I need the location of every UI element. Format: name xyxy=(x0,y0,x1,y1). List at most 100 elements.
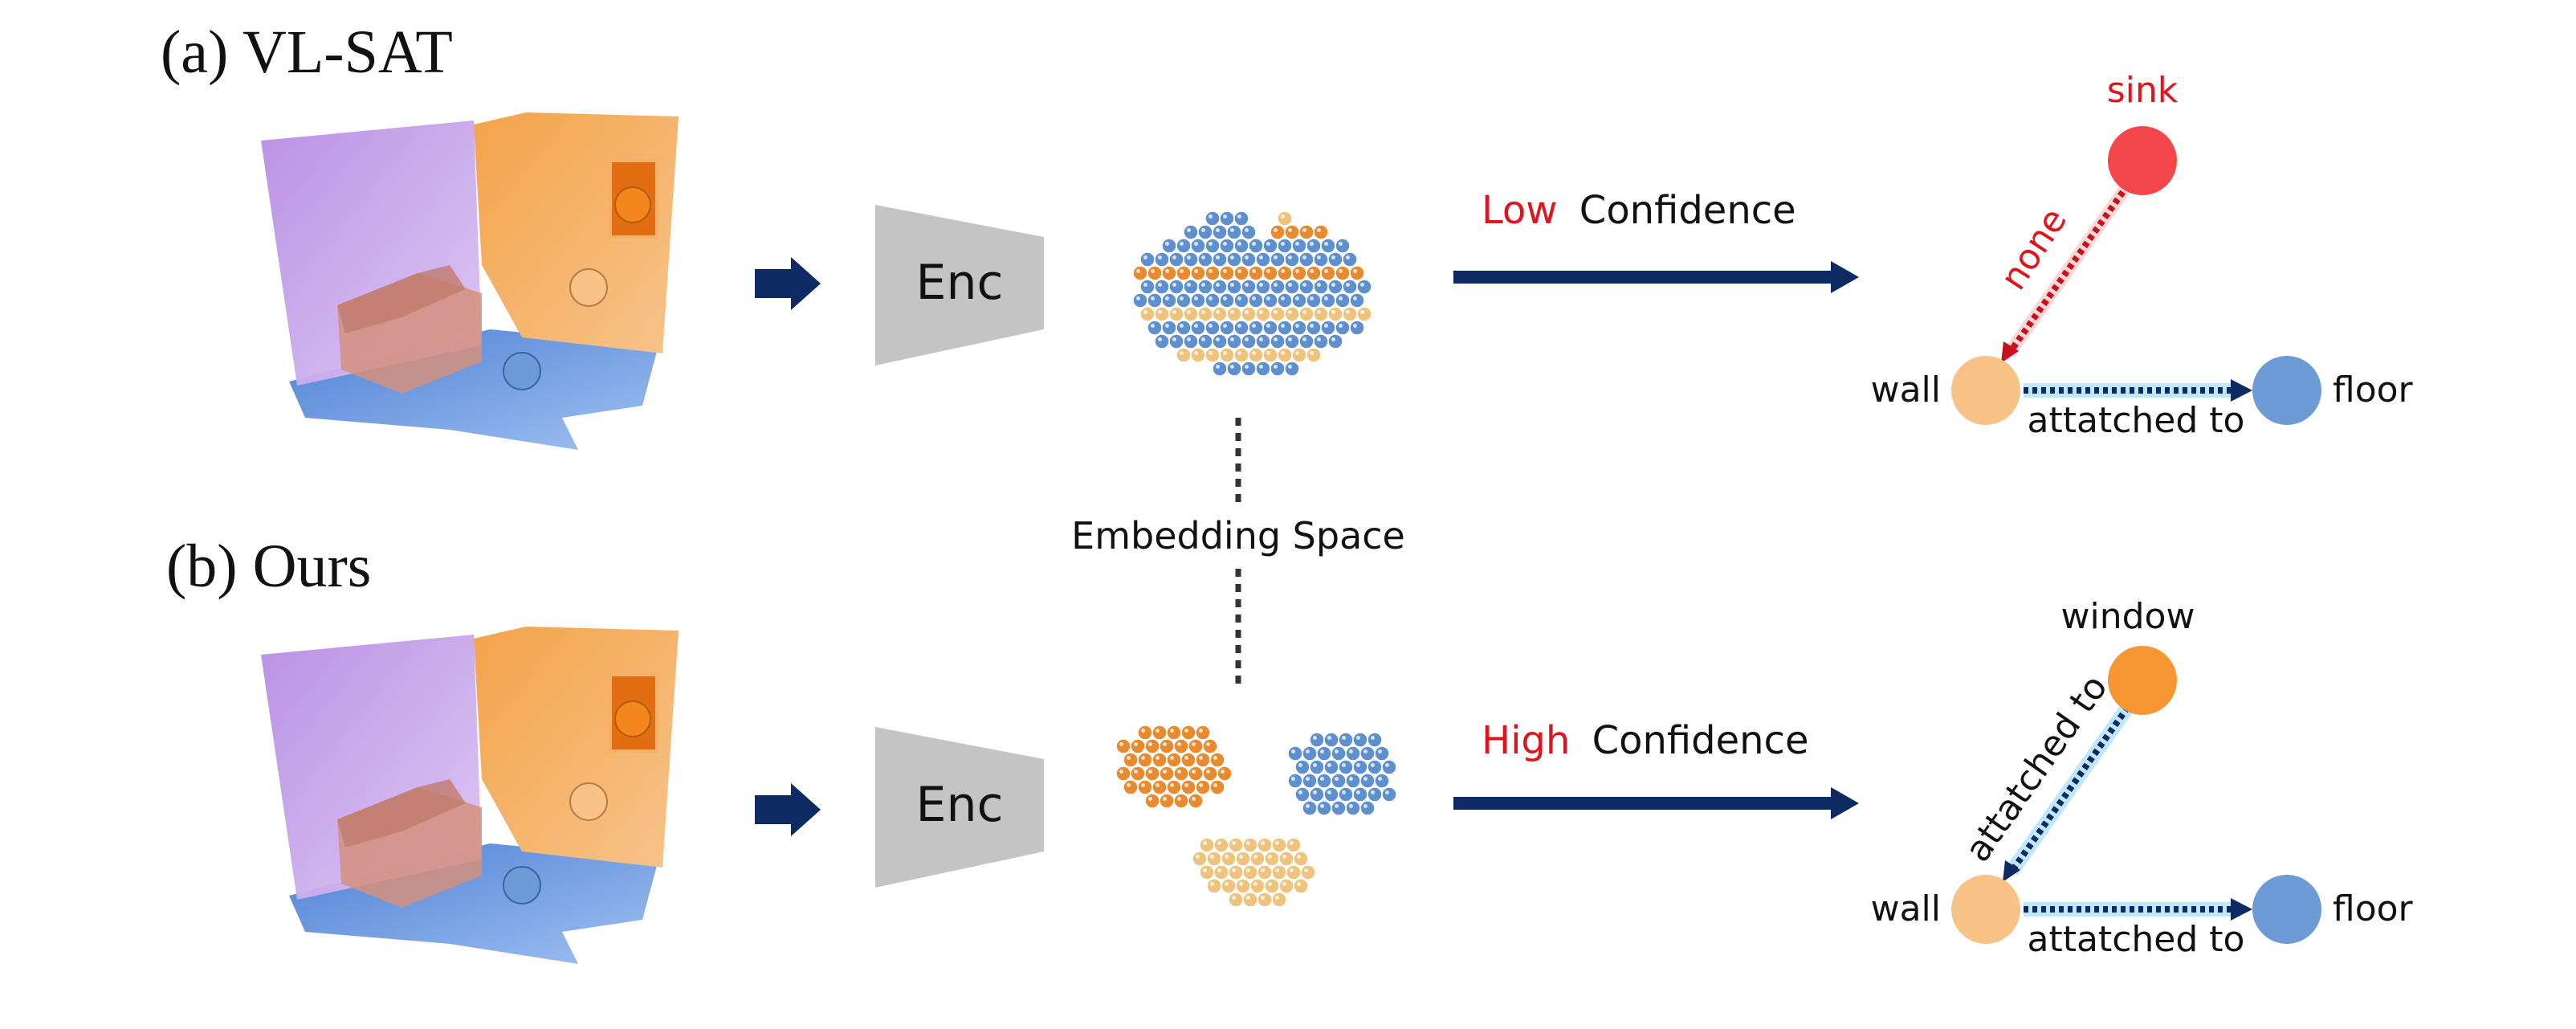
embedding-dot-highlight xyxy=(1201,283,1205,287)
embedding-dot xyxy=(1248,347,1264,363)
embedding-dot-highlight xyxy=(1158,255,1162,259)
embedding-dot-orange xyxy=(1151,752,1168,768)
embedding-dot-blue xyxy=(1352,759,1368,775)
embedding-dot xyxy=(1291,292,1307,308)
embedding-dot xyxy=(1270,361,1286,377)
embedding-dot-highlight xyxy=(1363,804,1367,808)
embedding-dot xyxy=(1349,292,1365,308)
embedding-dot-highlight xyxy=(1252,269,1256,273)
embedding-dot-highlight xyxy=(1317,255,1321,259)
embedding-dot-highlight xyxy=(1245,255,1249,259)
embedding-dot-highlight xyxy=(1158,283,1162,287)
embedding-dot-highlight xyxy=(1246,868,1250,872)
edge-none xyxy=(2006,182,2131,356)
embedding-dot xyxy=(1233,347,1249,363)
embedding-dot-highlight xyxy=(1141,783,1145,787)
embedding-dot-highlight xyxy=(1148,742,1152,746)
input-arrow-a xyxy=(755,257,821,310)
embedding-dot-highlight xyxy=(1201,228,1205,232)
node-floor-a xyxy=(2252,356,2321,425)
embedding-dot xyxy=(1313,279,1329,295)
embedding-dot-tan xyxy=(1271,864,1287,880)
embedding-dot xyxy=(1212,279,1228,295)
embedding-dot xyxy=(1277,292,1293,308)
embedding-dot-blue xyxy=(1374,773,1390,789)
embedding-dot xyxy=(1255,361,1271,377)
embedding-dot-highlight xyxy=(1297,882,1301,886)
embedding-dot xyxy=(1147,292,1163,308)
embedding-dot xyxy=(1204,292,1221,308)
embedding-dot-orange xyxy=(1180,779,1196,795)
embedding-dot-highlight xyxy=(1232,841,1236,845)
embedding-dot xyxy=(1212,333,1228,349)
embedding-dot-blue xyxy=(1287,773,1303,789)
embedding-dot-highlight xyxy=(1327,790,1331,794)
embedding-dot xyxy=(1262,320,1278,336)
embedding-dot-highlight xyxy=(1281,214,1285,218)
embedding-dot-highlight xyxy=(1317,228,1321,232)
room-sofa-back xyxy=(337,265,466,333)
embedding-dot-highlight xyxy=(1246,896,1250,900)
embedding-dot-highlight xyxy=(1295,324,1299,328)
embedding-dot-highlight xyxy=(1170,783,1174,787)
embedding-dot-tan xyxy=(1206,878,1222,894)
embedding-dot-blue xyxy=(1323,759,1339,775)
embedding-dot xyxy=(1219,238,1235,254)
embedding-dot xyxy=(1161,292,1177,308)
embedding-dot-tan xyxy=(1221,851,1237,867)
embedding-cluster-tan xyxy=(1192,837,1316,908)
embedding-dot-highlight xyxy=(1201,337,1205,341)
embedding-dot-tan xyxy=(1257,892,1273,908)
embedding-dot xyxy=(1204,210,1221,227)
embedding-dot-highlight xyxy=(1363,749,1367,753)
embedding-dot xyxy=(1342,251,1358,267)
embedding-dot-highlight xyxy=(1209,242,1213,246)
embedding-dot-blue xyxy=(1381,786,1397,802)
embedding-dot-tan xyxy=(1228,864,1244,880)
embedding-dot-highlight xyxy=(1353,269,1357,273)
embedding-dot xyxy=(1270,224,1286,240)
embedding-dot-tan xyxy=(1235,878,1251,894)
embedding-dot xyxy=(1226,333,1242,349)
embedding-dot-tan xyxy=(1286,864,1302,880)
embedding-dot-highlight xyxy=(1163,742,1167,746)
embedding-dot-highlight xyxy=(1156,756,1160,760)
embedding-dot xyxy=(1277,210,1293,227)
embedding-dot-highlight xyxy=(1141,729,1145,733)
embedding-dot xyxy=(1306,292,1322,308)
embedding-dot-highlight xyxy=(1194,296,1198,300)
embedding-dot-highlight xyxy=(1353,324,1357,328)
embedding-dot-blue xyxy=(1331,745,1347,762)
embedding-dot-highlight xyxy=(1288,283,1292,287)
embedding-dot-highlight xyxy=(1302,255,1306,259)
embedding-dot-highlight xyxy=(1216,365,1220,369)
embedding-dot-highlight xyxy=(1194,351,1198,355)
embedding-dot-highlight xyxy=(1281,242,1285,246)
embedding-dot-highlight xyxy=(1237,242,1241,246)
embedding-cluster-mixed xyxy=(1132,210,1372,377)
embedding-dot xyxy=(1190,320,1206,336)
embedding-dot-highlight xyxy=(1158,337,1162,341)
node-wall-b xyxy=(1951,875,2020,944)
embedding-dot xyxy=(1298,333,1314,349)
embedding-dot xyxy=(1270,333,1286,349)
embedding-dot xyxy=(1197,279,1213,295)
embedding-dot xyxy=(1183,224,1199,240)
embedding-dot-highlight xyxy=(1295,242,1299,246)
embedding-dot-highlight xyxy=(1371,736,1375,740)
embedding-dot-highlight xyxy=(1216,228,1220,232)
embedding-dot-highlight xyxy=(1209,269,1213,273)
embedding-dot xyxy=(1241,279,1257,295)
embedding-dot xyxy=(1233,238,1249,254)
embedding-dot-highlight xyxy=(1275,841,1279,845)
embedding-dot-highlight xyxy=(1237,296,1241,300)
embedding-dot-highlight xyxy=(1310,351,1314,355)
embedding-dot xyxy=(1255,306,1271,322)
embedding-dot-highlight xyxy=(1266,324,1270,328)
embedding-dot-highlight xyxy=(1288,365,1292,369)
embedding-dot-highlight xyxy=(1288,337,1292,341)
embedding-dot-highlight xyxy=(1353,296,1357,300)
embedding-dot xyxy=(1277,347,1293,363)
embedding-dot-highlight xyxy=(1253,855,1257,859)
embedding-dot-blue xyxy=(1316,773,1332,789)
